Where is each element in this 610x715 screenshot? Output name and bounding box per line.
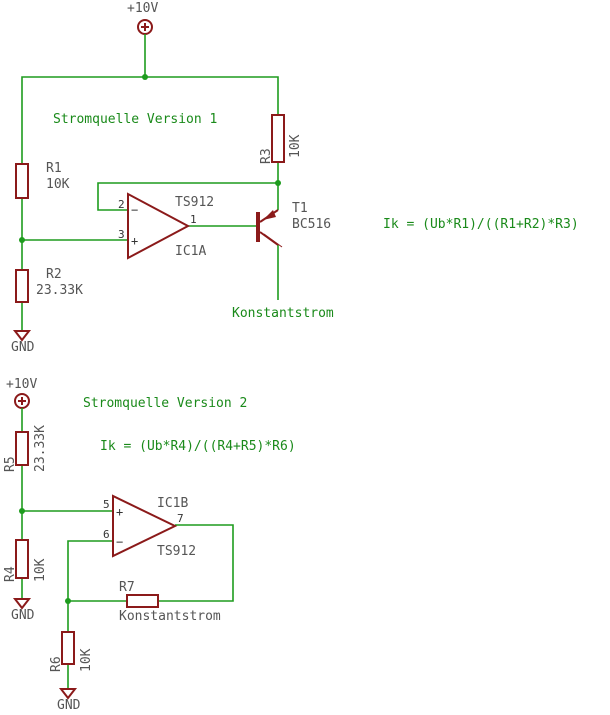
t1-name: T1 bbox=[292, 201, 308, 216]
t1-type: BC516 bbox=[292, 217, 331, 232]
opamp-name-label: IC1A bbox=[175, 244, 206, 259]
junction-dot bbox=[142, 74, 148, 80]
gnd-label-v1: GND bbox=[11, 340, 35, 355]
junction-dot bbox=[19, 508, 25, 514]
r5-name: R5 bbox=[3, 456, 18, 472]
r4-name: R4 bbox=[3, 566, 18, 582]
pin-number: 7 bbox=[177, 512, 184, 525]
ground-symbol-v1 bbox=[12, 330, 32, 342]
ground-symbol-v2-bottom bbox=[58, 688, 78, 700]
resistor-r5 bbox=[15, 431, 29, 466]
r6-name: R6 bbox=[49, 656, 64, 672]
opamp-name-label: IC1B bbox=[157, 496, 188, 511]
junction-dot bbox=[19, 237, 25, 243]
junction-dot bbox=[65, 598, 71, 604]
junction-dot bbox=[275, 180, 281, 186]
resistor-r4 bbox=[15, 539, 29, 579]
supply-symbol-v2 bbox=[14, 393, 30, 409]
resistor-r2 bbox=[15, 269, 29, 303]
transistor-t1 bbox=[256, 209, 283, 248]
resistor-r7 bbox=[126, 594, 159, 608]
r4-value: 10K bbox=[33, 558, 48, 582]
opamp-noninverting-sign: + bbox=[131, 234, 138, 248]
pin-number: 2 bbox=[118, 198, 125, 211]
r6-value: 10K bbox=[79, 648, 94, 672]
r1-value: 10K bbox=[46, 177, 70, 192]
wires-v1 bbox=[21, 34, 279, 330]
r3-name: R3 bbox=[259, 148, 274, 164]
r2-name: R2 bbox=[46, 267, 62, 282]
supply-label-v2: +10V bbox=[6, 377, 37, 392]
opamp-type-label: TS912 bbox=[157, 544, 196, 559]
pin-number: 6 bbox=[103, 528, 110, 541]
opamp-inverting-sign: − bbox=[116, 535, 123, 549]
resistor-r6 bbox=[61, 631, 75, 665]
formula-v1: Ik = (Ub*R1)/((R1+R2)*R3) bbox=[383, 217, 579, 232]
opamp-ic1b bbox=[112, 494, 178, 558]
formula-v2: Ik = (Ub*R4)/((R4+R5)*R6) bbox=[100, 439, 296, 454]
r3-value: 10K bbox=[288, 134, 303, 158]
r2-value: 23.33K bbox=[36, 283, 83, 298]
output-label-v1: Konstantstrom bbox=[232, 306, 334, 321]
pin-number: 1 bbox=[190, 213, 197, 226]
opamp-ic1a bbox=[127, 192, 191, 260]
opamp-noninverting-sign: + bbox=[116, 505, 123, 519]
pin-number: 5 bbox=[103, 498, 110, 511]
supply-label-v1: +10V bbox=[127, 1, 158, 16]
ground-symbol-v2-left bbox=[12, 598, 32, 610]
circuit-version-2: +10V R5 23.33K R4 10K GND bbox=[3, 377, 296, 713]
title-v1: Stromquelle Version 1 bbox=[53, 112, 217, 127]
gnd-label-v2-left: GND bbox=[11, 608, 35, 623]
supply-symbol-v1 bbox=[137, 19, 153, 35]
r7-value: Konstantstrom bbox=[119, 609, 221, 624]
gnd-label-v2-bottom: GND bbox=[57, 698, 81, 713]
r5-value: 23.33K bbox=[33, 425, 48, 472]
opamp-inverting-sign: − bbox=[131, 203, 138, 217]
resistor-r1 bbox=[15, 163, 29, 199]
circuit-version-1: +10V R1 10K R2 23.33K R3 10K bbox=[11, 1, 579, 355]
title-v2: Stromquelle Version 2 bbox=[83, 396, 247, 411]
pin-number: 3 bbox=[118, 228, 125, 241]
r1-name: R1 bbox=[46, 161, 62, 176]
opamp-type-label: TS912 bbox=[175, 195, 214, 210]
resistor-r3 bbox=[271, 114, 285, 163]
r7-name: R7 bbox=[119, 580, 135, 595]
